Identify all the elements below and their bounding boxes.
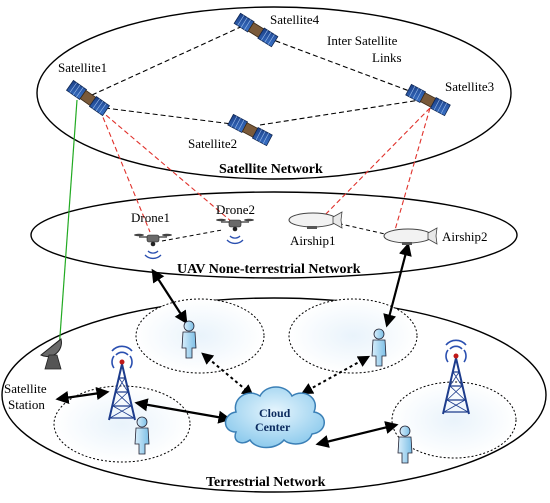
- satellite-to-aerial-links: [99, 107, 431, 233]
- cloud-link: [134, 398, 232, 424]
- drone-label: Drone1: [131, 210, 170, 225]
- cloud-link: [300, 355, 371, 395]
- airship-label: Airship2: [442, 229, 488, 244]
- station-tower-link: [55, 386, 110, 405]
- satellite-label: Satellite4: [270, 12, 320, 27]
- uav-network-title: UAV None-terrestrial Network: [177, 262, 361, 277]
- drone-link: [161, 229, 223, 242]
- isl-label: Inter Satellite: [327, 33, 398, 48]
- satellite-label: Satellite3: [445, 79, 494, 94]
- cloud-icon: [224, 386, 325, 449]
- inter-satellite-links: [91, 24, 421, 126]
- satellite-dish-icon: [40, 338, 62, 370]
- coverage-cell: [135, 298, 265, 374]
- station-label: Station: [8, 397, 45, 412]
- cloud-link: [201, 352, 254, 397]
- coverage-cell: [288, 298, 418, 374]
- cloud-label: Cloud: [259, 406, 291, 420]
- drone-ground-link: [151, 268, 188, 325]
- isl-label: Links: [372, 50, 402, 65]
- satellite-network-region: [36, 6, 512, 180]
- airship-label: Airship1: [290, 233, 336, 248]
- cloud-label: Center: [255, 420, 291, 434]
- terrestrial-network-title: Terrestrial Network: [206, 475, 326, 490]
- drone-label: Drone2: [216, 202, 255, 217]
- satellite-label: Satellite1: [58, 60, 107, 75]
- ground-to-satellite-link: [58, 99, 78, 351]
- airship-ground-link: [383, 242, 412, 328]
- cloud-link: [315, 421, 399, 448]
- satellite-network-title: Satellite Network: [219, 162, 323, 177]
- station-label: Satellite: [4, 381, 47, 396]
- coverage-cell: [391, 381, 517, 459]
- satellite-label: Satellite2: [188, 136, 237, 151]
